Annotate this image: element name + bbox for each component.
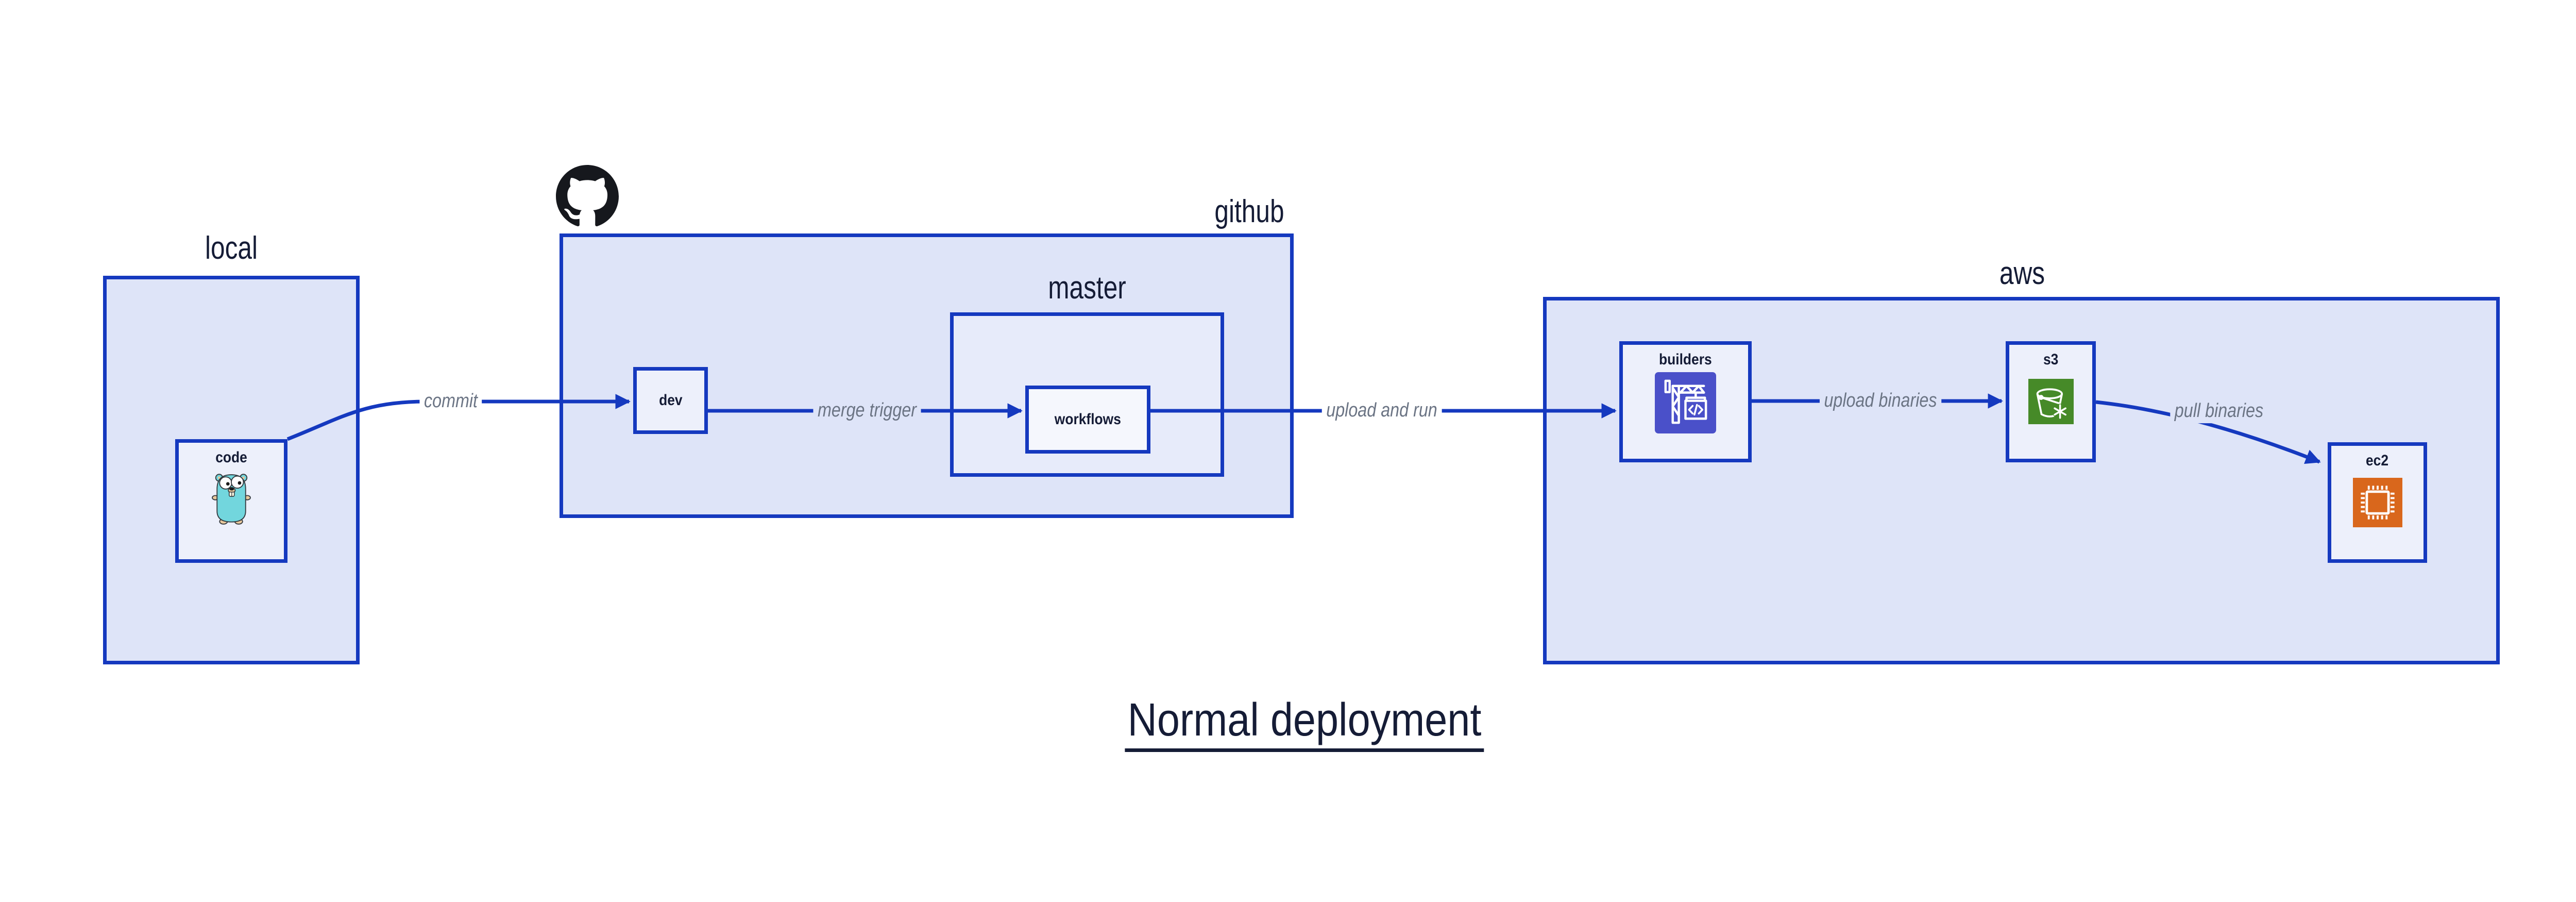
diagram-title: Normal deployment [1125, 697, 1484, 752]
builders-label: builders [1659, 351, 1712, 368]
aws-zone-label: aws [1999, 256, 2045, 291]
edge-upload-binaries-label: upload binaries [1819, 389, 1942, 413]
code-node-label: code [215, 449, 247, 466]
workflows-label: workflows [1054, 411, 1122, 428]
edge-merge-trigger-label: merge trigger [813, 399, 921, 423]
s3-glacier-bucket-icon [2028, 379, 2074, 424]
github-octocat-icon [556, 165, 619, 226]
s3-label: s3 [2043, 351, 2059, 368]
codebuild-crane-icon [1655, 372, 1716, 433]
go-gopher-icon [212, 474, 251, 525]
master-branch-label: master [1048, 270, 1126, 306]
edge-upload-and-run-label: upload and run [1321, 399, 1442, 423]
ec2-node: ec2 [2328, 442, 2427, 563]
dev-branch-label: dev [658, 392, 683, 409]
code-node: code [175, 439, 287, 563]
dev-branch-node: dev [633, 367, 708, 434]
ec2-label: ec2 [2366, 452, 2389, 469]
builders-node: builders [1619, 341, 1752, 462]
local-zone-label: local [205, 230, 258, 266]
s3-node: s3 [2006, 341, 2096, 462]
edge-pull-binaries-label: pull binaries [2170, 399, 2268, 423]
edge-commit-label: commit [419, 390, 482, 413]
ec2-chip-icon [2352, 478, 2402, 527]
workflows-node: workflows [1025, 386, 1150, 454]
github-zone-label: github [1214, 194, 1284, 229]
